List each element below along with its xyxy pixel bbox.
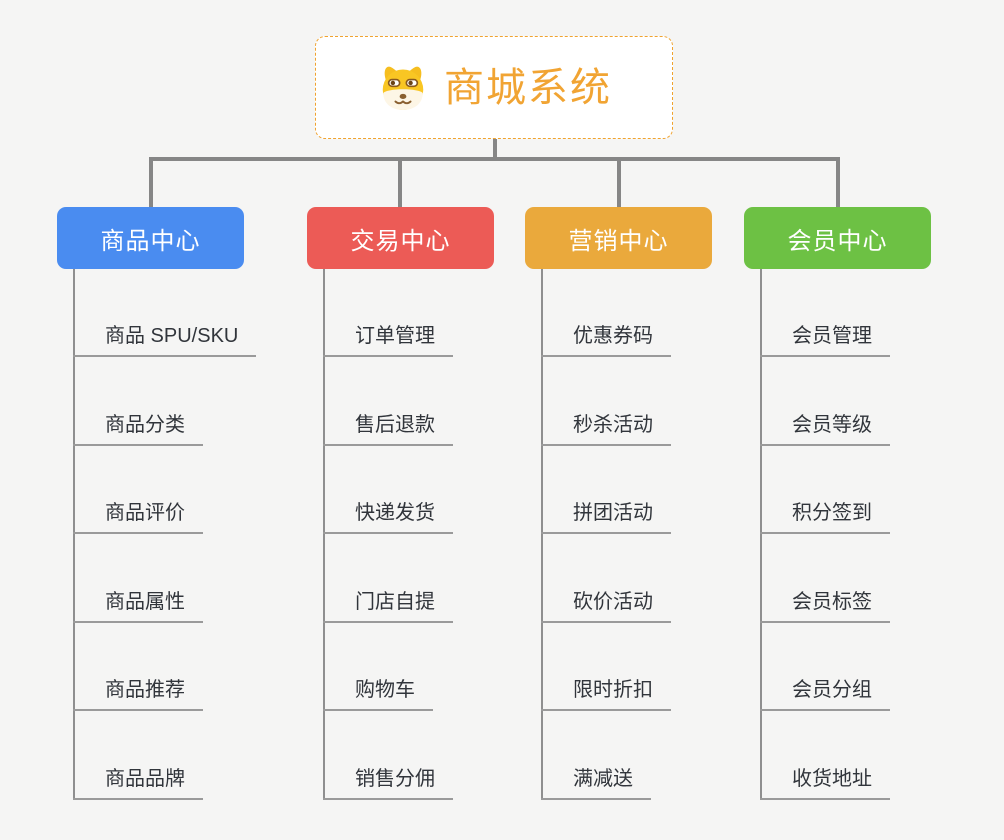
branch-item[interactable]: 商品分类 [73, 412, 203, 446]
branch-item[interactable]: 收货地址 [760, 766, 890, 800]
branch-spine [73, 269, 75, 800]
branch-item[interactable]: 秒杀活动 [541, 412, 671, 446]
branch-item[interactable]: 快递发货 [323, 500, 453, 534]
connector-drop-trade [398, 157, 402, 207]
branch-header-marketing-center[interactable]: 营销中心 [525, 207, 712, 269]
branch-product-center: 商品中心 商品 SPU/SKU 商品分类 商品评价 商品属性 商品推荐 商品品牌 [57, 207, 307, 817]
connector-drop-marketing [617, 157, 621, 207]
connector-drop-product [149, 157, 153, 207]
branch-marketing-center: 营销中心 优惠券码 秒杀活动 拼团活动 砍价活动 限时折扣 满减送 [525, 207, 775, 817]
branch-spine [323, 269, 325, 800]
branch-item[interactable]: 商品 SPU/SKU [73, 323, 257, 357]
branch-spine [760, 269, 762, 800]
branch-header-trade-center[interactable]: 交易中心 [307, 207, 494, 269]
branch-item[interactable]: 商品推荐 [73, 677, 203, 711]
branch-item[interactable]: 售后退款 [323, 412, 453, 446]
branch-header-member-center[interactable]: 会员中心 [744, 207, 931, 269]
branch-item[interactable]: 商品属性 [73, 589, 203, 623]
branch-item[interactable]: 订单管理 [323, 323, 453, 357]
dog-face-icon [382, 66, 424, 110]
branch-item[interactable]: 限时折扣 [541, 677, 671, 711]
branch-item[interactable]: 销售分佣 [323, 766, 453, 800]
root-title: 商城系统 [444, 65, 612, 110]
branch-header-product-center[interactable]: 商品中心 [57, 207, 244, 269]
connector-drop-member [836, 157, 840, 207]
branch-item[interactable]: 商品评价 [73, 500, 203, 534]
branch-item[interactable]: 砍价活动 [541, 589, 671, 623]
branch-item[interactable]: 满减送 [541, 766, 651, 800]
branch-item[interactable]: 拼团活动 [541, 500, 671, 534]
branch-item[interactable]: 会员标签 [760, 589, 890, 623]
branch-item[interactable]: 会员分组 [760, 677, 890, 711]
branch-item[interactable]: 优惠券码 [541, 323, 671, 357]
branch-item[interactable]: 积分签到 [760, 500, 890, 534]
branch-item[interactable]: 购物车 [323, 677, 433, 711]
branch-item[interactable]: 门店自提 [323, 589, 453, 623]
connector-bus [149, 157, 840, 161]
root-node[interactable]: 商城系统 [315, 36, 673, 139]
branch-spine [541, 269, 543, 800]
branch-item[interactable]: 商品品牌 [73, 766, 203, 800]
branch-item[interactable]: 会员管理 [760, 323, 890, 357]
branch-item[interactable]: 会员等级 [760, 412, 890, 446]
branch-member-center: 会员中心 会员管理 会员等级 积分签到 会员标签 会员分组 收货地址 [744, 207, 994, 817]
branch-trade-center: 交易中心 订单管理 售后退款 快递发货 门店自提 购物车 销售分佣 [307, 207, 557, 817]
connector-root-stem [493, 139, 497, 158]
